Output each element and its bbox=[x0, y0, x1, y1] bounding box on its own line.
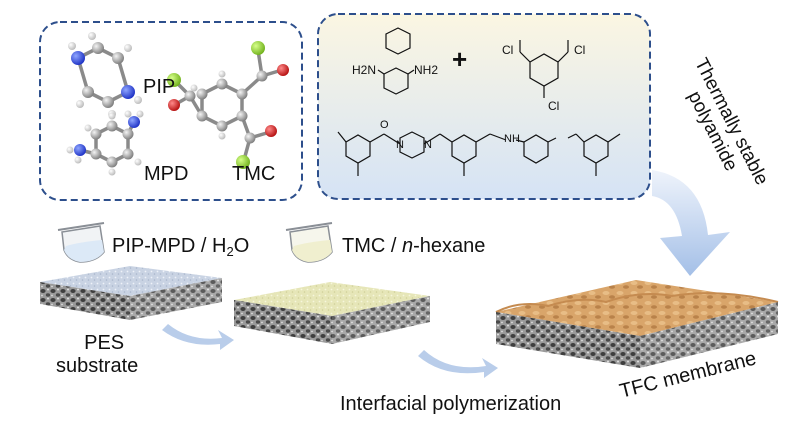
mpd-ring bbox=[383, 67, 409, 95]
tfc-membrane-slab bbox=[495, 280, 779, 368]
polymer-ring-1 bbox=[345, 134, 371, 164]
polymer-ring-2 bbox=[451, 134, 477, 164]
aqueous-beaker-icon bbox=[57, 222, 105, 263]
acyl-chloride-1: Cl bbox=[502, 43, 514, 57]
organic-main: TMC / bbox=[342, 235, 402, 257]
organic-beaker-icon bbox=[285, 222, 333, 263]
tmc-label: TMC bbox=[232, 163, 276, 185]
polymer-ring-3 bbox=[523, 134, 549, 164]
polymer-n-1: N bbox=[396, 139, 404, 151]
mpd-molecule-model bbox=[66, 110, 144, 176]
tmc-molecule-model bbox=[167, 41, 289, 169]
pip-molecule-model bbox=[68, 32, 142, 118]
polymerization-flow-arrow bbox=[652, 170, 730, 276]
aqueous-subscript: 2 bbox=[226, 244, 234, 259]
polymer-ring-4 bbox=[583, 134, 609, 164]
molecules-box bbox=[39, 21, 303, 201]
pes-substrate-slab bbox=[40, 266, 222, 320]
plus-sign: + bbox=[452, 44, 468, 74]
organic-italic: n bbox=[402, 235, 414, 257]
amine-nh2-right: NH2 bbox=[414, 63, 439, 77]
amine-nh2-left: H2N bbox=[352, 63, 377, 77]
organic-solution-label: TMC / n-hexane bbox=[342, 236, 485, 256]
piperazine-ring bbox=[385, 27, 411, 55]
acyl-chloride-2: Cl bbox=[574, 43, 586, 57]
pip-label: PIP bbox=[143, 76, 176, 98]
reaction-structures bbox=[337, 27, 621, 176]
reaction-box bbox=[317, 13, 651, 200]
aqueous-solution-label: PIP-MPD / H2O bbox=[112, 236, 249, 258]
tmc-ring bbox=[529, 53, 559, 87]
substrate-label: PES substrate bbox=[56, 332, 138, 378]
step-arrow-1 bbox=[162, 324, 234, 350]
step-arrow-2 bbox=[418, 350, 498, 378]
mpd-label: MPD bbox=[144, 163, 189, 185]
acyl-chloride-3: Cl bbox=[548, 99, 560, 113]
process-label: Interfacial polymerization bbox=[340, 393, 562, 415]
substrate-line2: substrate bbox=[56, 355, 139, 377]
substrate-line1: PES bbox=[84, 332, 125, 354]
polymer-n-2: N bbox=[424, 139, 432, 151]
polymer-piperazine bbox=[399, 131, 425, 159]
organic-tail: -hexane bbox=[413, 235, 486, 257]
aqueous-tail: O bbox=[233, 235, 250, 257]
carbonyl-oxygen: O bbox=[380, 119, 389, 131]
polymer-nh: NH bbox=[504, 133, 520, 145]
aqueous-main: PIP-MPD / H bbox=[112, 235, 227, 257]
coated-substrate-slab bbox=[234, 282, 430, 344]
